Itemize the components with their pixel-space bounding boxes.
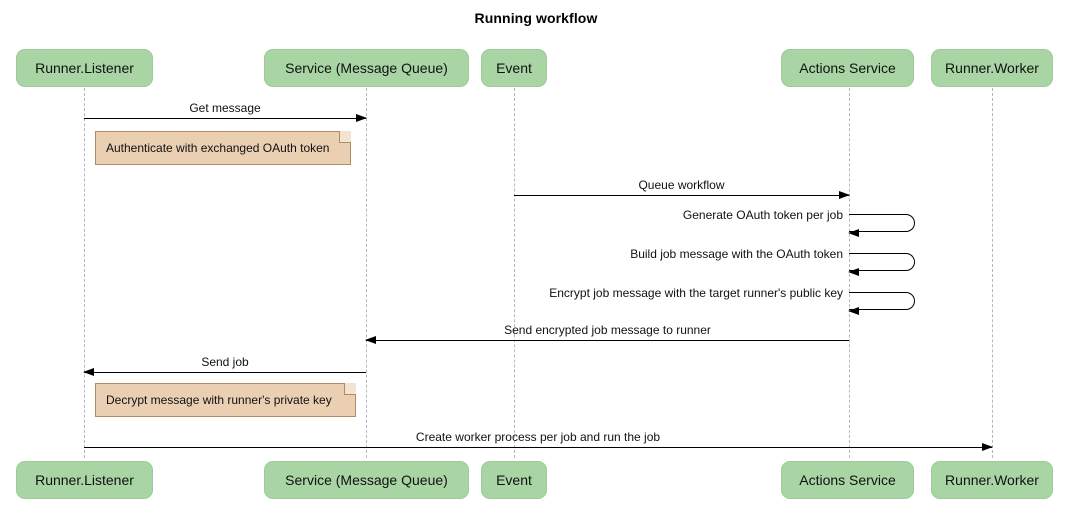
- participant-runner-worker-bottom[interactable]: Runner.Worker: [931, 461, 1053, 499]
- message-label: Encrypt job message with the target runn…: [549, 286, 843, 300]
- message-label: Send encrypted job message to runner: [504, 323, 711, 337]
- note-text: Authenticate with exchanged OAuth token: [106, 141, 330, 155]
- participant-label: Runner.Listener: [35, 60, 134, 76]
- note-authenticate-with-exchanged-oauth-token: Authenticate with exchanged OAuth token: [95, 131, 351, 165]
- page-title: Running workflow: [474, 10, 598, 26]
- arrowhead-left-icon: [848, 228, 859, 237]
- participant-label: Runner.Worker: [945, 60, 1039, 76]
- self-loop-path: [849, 214, 915, 232]
- participant-label: Actions Service: [799, 60, 896, 76]
- message-send-encrypted-job-message[interactable]: Send encrypted job message to runner: [365, 323, 849, 344]
- arrowhead-left-icon: [83, 368, 94, 376]
- selfmessage-encrypt-job-message[interactable]: Encrypt job message with the target runn…: [549, 286, 915, 315]
- message-create-worker-process[interactable]: Create worker process per job and run th…: [84, 430, 993, 451]
- lifeline-runner-worker: [992, 88, 994, 458]
- participant-label: Runner.Listener: [35, 472, 134, 488]
- participant-label: Actions Service: [799, 472, 896, 488]
- participant-runner-listener-top[interactable]: Runner.Listener: [16, 49, 153, 87]
- arrowhead-left-icon: [848, 306, 859, 315]
- message-send-job[interactable]: Send job: [83, 355, 366, 376]
- participant-runner-listener-bottom[interactable]: Runner.Listener: [16, 461, 153, 499]
- message-label: Send job: [201, 355, 249, 369]
- arrowhead-right-icon: [982, 443, 993, 451]
- message-label: Generate OAuth token per job: [682, 208, 843, 222]
- participant-actions-service-bottom[interactable]: Actions Service: [781, 461, 914, 499]
- lifeline-runner-listener: [84, 88, 86, 458]
- self-loop-path: [849, 253, 915, 271]
- participant-event-top[interactable]: Event: [481, 49, 547, 87]
- participant-label: Service (Message Queue): [285, 472, 448, 488]
- participant-label: Service (Message Queue): [285, 60, 448, 76]
- participant-label: Runner.Worker: [945, 472, 1039, 488]
- message-label: Create worker process per job and run th…: [415, 430, 661, 444]
- arrowhead-right-icon: [356, 114, 367, 122]
- selfmessage-generate-oauth-token-per-job[interactable]: Generate OAuth token per job: [683, 208, 915, 237]
- message-get-message[interactable]: Get message: [84, 101, 367, 122]
- message-queue-workflow[interactable]: Queue workflow: [514, 178, 850, 199]
- note-fold-corner-icon: [344, 383, 356, 395]
- message-label: Get message: [189, 101, 261, 115]
- arrowhead-right-icon: [839, 191, 850, 199]
- arrowhead-left-icon: [848, 267, 859, 276]
- participant-service-message-queue-bottom[interactable]: Service (Message Queue): [264, 461, 469, 499]
- participant-service-message-queue-top[interactable]: Service (Message Queue): [264, 49, 469, 87]
- note-fold-corner-icon: [339, 131, 351, 143]
- lifeline-service-message-queue: [366, 88, 368, 458]
- arrowhead-left-icon: [365, 336, 376, 344]
- lifeline-event: [514, 88, 516, 458]
- selfmessage-build-job-message[interactable]: Build job message with the OAuth token: [630, 247, 915, 276]
- participant-runner-worker-top[interactable]: Runner.Worker: [931, 49, 1053, 87]
- participant-actions-service-top[interactable]: Actions Service: [781, 49, 914, 87]
- self-loop-path: [849, 292, 915, 310]
- message-label: Build job message with the OAuth token: [630, 247, 843, 261]
- participant-event-bottom[interactable]: Event: [481, 461, 547, 499]
- note-text: Decrypt message with runner's private ke…: [106, 393, 332, 407]
- note-decrypt-message-with-runners-private-key: Decrypt message with runner's private ke…: [95, 383, 356, 417]
- participant-label: Event: [496, 60, 532, 76]
- message-label: Queue workflow: [638, 178, 725, 192]
- participant-label: Event: [496, 472, 532, 488]
